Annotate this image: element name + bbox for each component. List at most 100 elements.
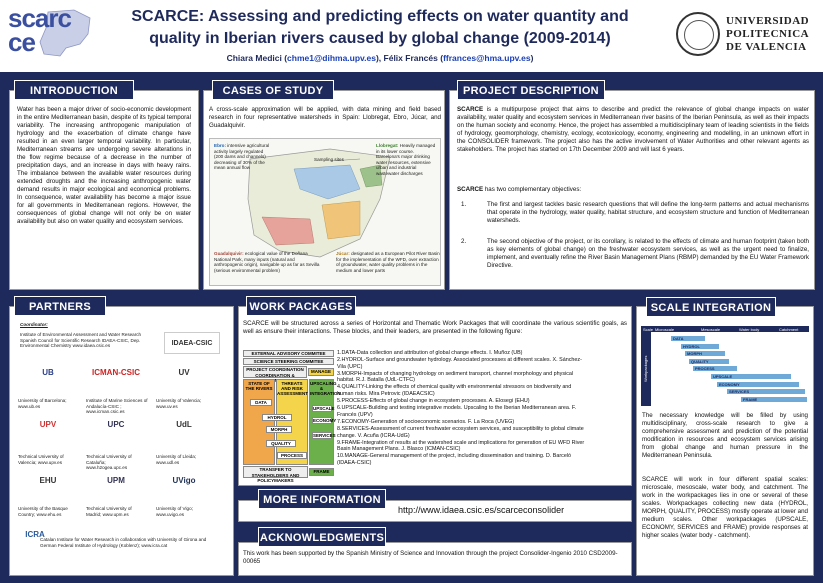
scale-diagram: Scale Microscale Mesoscale Water body Ca…	[641, 326, 809, 406]
llobregat-text: Heavily managed in its lower course. Bar…	[376, 143, 436, 176]
ack-panel	[238, 542, 632, 576]
upv-logo: UNIVERSIDAD POLITECNICA DE VALENCIA	[670, 10, 820, 62]
author-2: ), Félix Francés (	[375, 53, 444, 63]
guadalquivir-label: Guadalquivir:	[214, 251, 244, 256]
wp-steering-committee: SCIENCE STEERING COMMITEE	[243, 358, 334, 365]
title-line-1: SCARCE: Assessing and predicting effects…	[131, 8, 629, 25]
scale-head-scale: Scale	[643, 326, 654, 332]
author-end: )	[530, 53, 534, 63]
email-link-2[interactable]: ffrances@hma.upv.es	[443, 53, 531, 63]
uv-logo: UV	[178, 368, 190, 377]
scale-head-meso: Mesoscale	[701, 326, 721, 332]
ebro-label: Ebro:	[214, 143, 226, 148]
ehu-logo: EHU	[39, 476, 57, 485]
icra-logo: ICRA	[25, 530, 45, 539]
scale-title: SCALE INTEGRATION	[646, 297, 776, 317]
idaea-logo: IDAEA-CSIC	[164, 332, 220, 354]
wp-item-4: 4.QUALITY-Linking the effects of chemica…	[337, 384, 572, 398]
coordinator-label: Coordinator:	[20, 322, 48, 327]
wp-process-box: PROCESS	[277, 452, 307, 459]
author-1: Chiara Medici (	[226, 53, 288, 63]
jucar-text: designated as a European Pilot River Bas…	[336, 251, 440, 273]
wp-quality-box: QUALITY	[266, 440, 296, 447]
upm-logo: UPM	[107, 476, 125, 485]
scale-paragraph-2: SCARCE will work in four different spati…	[642, 476, 808, 539]
project-p1-bold: SCARCE	[457, 106, 484, 113]
ebro-text: intensive agricultural activity largely …	[214, 143, 270, 171]
scale-bar-morph: MORPH	[685, 351, 725, 357]
wp-frame-box: FRAME	[309, 468, 334, 476]
scale-head-water: Water body	[739, 326, 760, 332]
coordinator-text: Institute of Environmental Assessment an…	[20, 332, 142, 349]
workpackages-list: 1.DATA-Data collection and attribution o…	[337, 350, 587, 467]
wp-item-10: 10.MANAGE-General management of the proj…	[337, 453, 572, 466]
icman-logo: ICMAN-CSIC	[92, 368, 140, 377]
icra-text: Catalan Institute for Water Research in …	[40, 537, 207, 548]
university-seal-icon	[676, 12, 720, 56]
jucar-note: Júcar: designated as a European Pilot Ri…	[336, 251, 440, 273]
univ-line-2: POLITECNICA	[726, 28, 810, 40]
poster-title: SCARCE: Assessing and predicting effects…	[100, 6, 660, 50]
upc-logo: UPC	[107, 420, 125, 429]
project-p2-text: has two complementary objectives:	[483, 186, 582, 193]
project-url-link[interactable]: http://www.idaea.csic.es/scarceconsolide…	[398, 505, 565, 515]
uvigo-text: University of Vigo; www.uvigo.es	[156, 506, 193, 517]
project-paragraph-1: SCARCE is a multipurpose project that ai…	[457, 106, 809, 178]
workpackages-intro: SCARCE will be structured across a serie…	[243, 320, 627, 335]
more-info-title: MORE INFORMATION	[258, 489, 386, 509]
scale-workpackages-axis: Workpackages	[641, 332, 651, 406]
project-p1-text: is a multipurpose project that aims to d…	[457, 106, 809, 153]
iberia-map-icon	[39, 9, 91, 57]
logo-text-top: scarc	[8, 3, 72, 33]
introduction-text: Water has been a major driver of socio-e…	[17, 106, 191, 225]
introduction-panel	[9, 90, 199, 290]
llobregat-label: Llobregat:	[376, 143, 399, 148]
project-panel	[449, 90, 815, 290]
uvigo-logo: UVigo	[172, 476, 196, 485]
wp-external-committee: EXTERNAL ADVISORY COMMITEE	[243, 350, 334, 357]
llobregat-note: Llobregat: Heavily managed in its lower …	[376, 143, 438, 177]
jucar-label: Júcar:	[336, 251, 350, 256]
wp-item-3: 3.MORPH-Impacts of changing hydrology on…	[337, 370, 574, 384]
wp-item-7: 7.ECONOMY-Generation of socioeconomic sc…	[337, 418, 515, 425]
scale-paragraph-1: The necessary knowledge will be filled b…	[642, 412, 808, 459]
upc-text: Technical University of Cataluña; www.h2…	[86, 454, 132, 471]
wp-item-9: 9.FRAME-Integration of results at the wa…	[337, 439, 585, 453]
objective-1-text: The first and largest tackles basic rese…	[487, 201, 809, 224]
spain-map-figure: Ebro: intensive agricultural activity la…	[209, 138, 441, 286]
introduction-title: INTRODUCTION	[14, 80, 134, 100]
wp-upscale-box: UPSCALE	[312, 405, 335, 412]
ack-title: ACKNOWLEDGMENTS	[258, 527, 386, 547]
scale-wp-label: Workpackages	[643, 355, 649, 382]
ub-text: University of Barcelona; www.ub.es	[18, 398, 67, 409]
wp-item-5: 5.PROCESS-Effects of global change in ec…	[337, 398, 530, 405]
wp-state-column: STATE OF THE RIVERS	[243, 379, 275, 465]
wp-item-6: 6.UPSCALE-Building and testing integrati…	[337, 405, 577, 418]
wp-threat-column: THREATS AND RISK ASSESSMENT	[276, 379, 308, 465]
project-paragraph-2: SCARCE has two complementary objectives:	[457, 186, 809, 195]
udl-text: University of Lleida; www.udl.es	[156, 454, 197, 465]
wp-morph-box: MORPH	[266, 426, 292, 433]
project-p2-bold: SCARCE	[457, 186, 484, 193]
scale-bar-process: PROCESS	[693, 366, 737, 372]
scale-bar-data: DATA	[671, 336, 705, 341]
scale-bar-services: SERVICES	[727, 389, 805, 395]
wp-item-1: 1.DATA-Data collection and attribution o…	[337, 350, 523, 356]
univ-line-1: UNIVERSIDAD	[726, 15, 810, 27]
ack-text: This work has been supported by the Span…	[243, 550, 618, 565]
scale-bar-economy: ECONOMY	[717, 381, 799, 387]
sampling-note: Sampling sites	[314, 157, 344, 162]
email-link-1[interactable]: chme1@dihma.upv.es	[287, 53, 376, 63]
wp-economy-box: ECONOMY	[312, 417, 337, 424]
wp-manage-box: MANAGE	[308, 368, 334, 376]
wp-coordination: PROJECT COORDINATION COORDINATION & TRAI…	[243, 366, 307, 383]
guadalquivir-note: Guadalquivir: ecological value of the Do…	[214, 251, 324, 273]
partners-panel	[9, 306, 234, 576]
ebro-note: Ebro: intensive agricultural activity la…	[214, 143, 270, 171]
workpackages-title: WORK PACKAGES	[246, 296, 356, 316]
scale-header-bar: Scale Microscale Mesoscale Water body Ca…	[641, 326, 809, 332]
objective-2-number: 2.	[461, 238, 467, 245]
